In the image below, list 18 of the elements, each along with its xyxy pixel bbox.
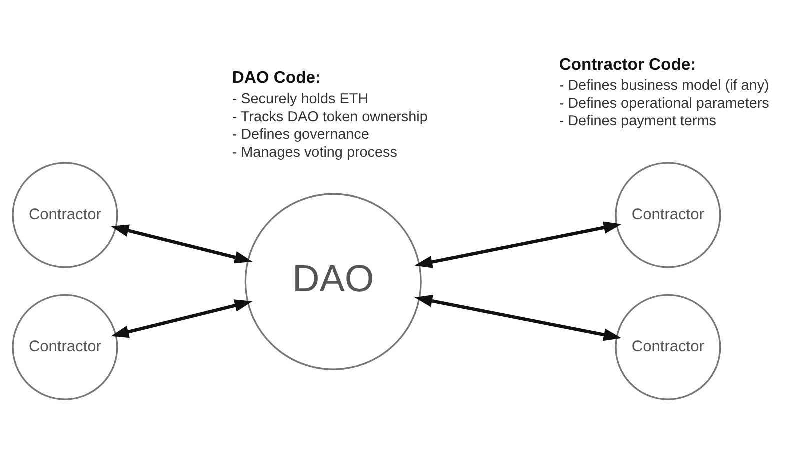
label: Contractor Code:	[559, 54, 696, 74]
node-circle: DAO	[244, 192, 422, 370]
label: - Manages voting process	[232, 144, 398, 160]
label: - Securely holds ETH	[232, 91, 369, 108]
node-circle: Contractor	[615, 294, 722, 400]
arrow	[414, 221, 622, 268]
label: DAO Code:	[232, 68, 322, 87]
arrow	[414, 294, 622, 341]
arrow	[111, 224, 253, 264]
label: - Defines business model (if any)	[559, 78, 770, 94]
label: - Defines payment terms	[559, 113, 716, 130]
node-circle: Contractor	[12, 294, 118, 400]
node-circle: Contractor	[12, 162, 118, 268]
arrow	[111, 299, 253, 338]
node-circle: Contractor	[615, 162, 722, 268]
label: - Defines governance	[232, 126, 370, 143]
label: - Defines operational parameters	[559, 95, 770, 112]
label: - Tracks DAO token ownership	[232, 108, 428, 125]
